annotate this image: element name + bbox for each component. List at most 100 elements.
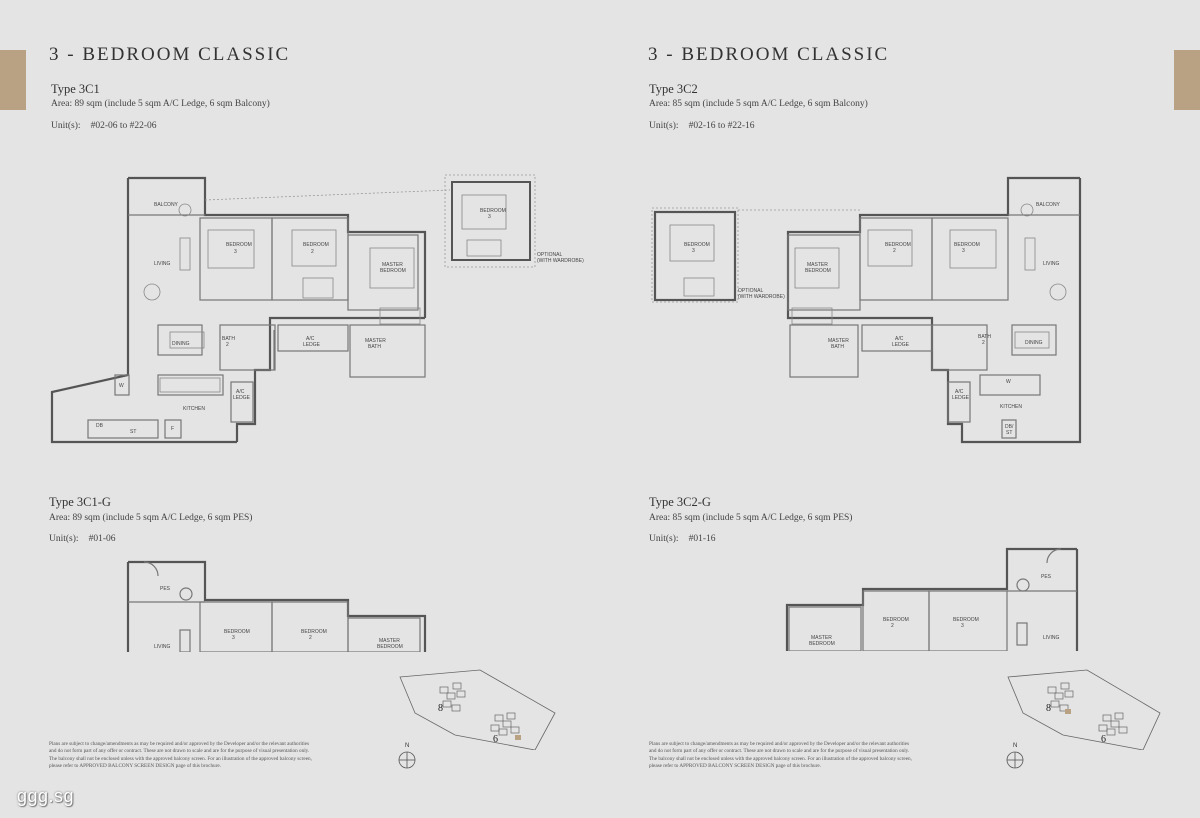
label-master-1: MASTER [811, 635, 832, 641]
label-pes: PES [160, 586, 171, 592]
page-title: 3 - BEDROOM CLASSIC [648, 44, 890, 65]
label-living: LIVING [154, 261, 171, 267]
page-title: 3 - BEDROOM CLASSIC [49, 44, 291, 65]
room-labels: BALCONY LIVING BEDROOM 3 OPTIONAL (WITH … [684, 202, 1061, 436]
compass-label: N [1013, 743, 1017, 749]
label-master-bath-1: MASTER [828, 338, 849, 344]
label-kitchen: KITCHEN [1000, 404, 1022, 410]
plan-units: Unit(s):#02-06 to #22-06 [51, 121, 157, 131]
label-master-bedroom-1: MASTER [807, 262, 828, 268]
plan-type-title-g: Type 3C1-G [49, 495, 111, 509]
label-master-2: BEDROOM [809, 641, 835, 647]
compass-icon: N [398, 743, 416, 769]
label-master-bedroom-2: BEDROOM [805, 268, 831, 274]
label-master-2: BEDROOM [377, 644, 403, 650]
site-block-6: 6 [1101, 734, 1106, 745]
outer-wall-west [50, 178, 237, 444]
label-dining: DINING [1025, 340, 1043, 346]
label-master-bedroom-2: BEDROOM [380, 268, 406, 274]
units-label: Unit(s): [649, 121, 679, 131]
label-master-bath-2: BATH [831, 344, 844, 350]
north-compass: N [397, 740, 419, 775]
label-bedroom3-opt: BEDROOM [684, 242, 710, 248]
label-optional-2: (WITH WARDROBE) [738, 294, 785, 300]
label-living: LIVING [154, 644, 171, 650]
units-label-g: Unit(s): [49, 534, 79, 544]
plan-area: Area: 89 sqm (include 5 sqm A/C Ledge, 6… [51, 99, 270, 109]
label-db: DB [96, 423, 104, 429]
floor-plan-drawing: BALCONY LIVING BEDROOM 3 OPTIONAL (WITH … [651, 176, 1082, 444]
label-bedroom3: BEDROOM [226, 242, 252, 248]
label-kitchen: KITCHEN [183, 406, 205, 412]
plan-type-title-g: Type 3C2-G [649, 495, 711, 509]
section-tab [1174, 50, 1200, 110]
label-opt-bedroom-num: 3 [488, 214, 491, 220]
label-bedroom3-num: 3 [234, 249, 237, 255]
label-optional-1: OPTIONAL [537, 252, 563, 258]
label-bedroom2-num: 2 [893, 248, 896, 254]
plan-units-g: Unit(s): #01-16 [649, 534, 715, 544]
label-bedroom3-num: 3 [961, 623, 964, 629]
site-key-plan: 8 6 [1005, 665, 1165, 755]
plan-type-title: Type 3C1 [51, 82, 100, 96]
label-bedroom3: BEDROOM [953, 617, 979, 623]
compass-icon: N [1006, 743, 1024, 769]
label-bath2-num: 2 [226, 342, 229, 348]
plan-units: Unit(s): #02-16 to #22-16 [649, 121, 755, 131]
label-bedroom2-num: 2 [891, 623, 894, 629]
label-bedroom3-num: 3 [232, 635, 235, 641]
plan-units-g: Unit(s): #01-06 [49, 534, 115, 544]
label-w: W [1006, 379, 1011, 385]
label-bath2: BATH [222, 336, 235, 342]
outer-wall-north [128, 176, 427, 318]
label-db: DB/ [1005, 424, 1014, 430]
label-pes: PES [1041, 574, 1052, 580]
label-bedroom3: BEDROOM [954, 242, 980, 248]
units-value: #02-16 to #22-16 [688, 121, 755, 131]
plan-type-title: Type 3C2 [649, 82, 698, 96]
label-bedroom2: BEDROOM [301, 629, 327, 635]
label-optional-2: (WITH WARDROBE) [537, 258, 584, 264]
label-balcony: BALCONY [1036, 202, 1061, 208]
disclaimer-line: The balcony shall not be enclosed unless… [649, 755, 912, 762]
label-ac-ledge2-1: A/C [236, 389, 245, 395]
label-living: LIVING [1043, 261, 1060, 267]
floor-plan-drawing-g: PES LIVING BEDROOM 2 BEDROOM 3 MASTER BE… [785, 547, 1079, 651]
disclaimer-line: Plans are subject to change/amendments a… [649, 741, 910, 747]
site-block-8: 8 [1046, 703, 1051, 714]
site-key-plan-drawing: 8 6 [1007, 669, 1161, 751]
outer-wall-south [235, 316, 425, 442]
units-label-g: Unit(s): [649, 534, 679, 544]
plan-area-g: Area: 85 sqm (include 5 sqm A/C Ledge, 6… [649, 513, 853, 523]
site-key-plan: 8 6 [395, 665, 560, 755]
floor-plan-drawing-g: PES LIVING BEDROOM 3 BEDROOM 2 MASTER BE… [126, 560, 427, 652]
label-opt-bedroom: BEDROOM [480, 208, 506, 214]
label-master-1: MASTER [379, 638, 400, 644]
label-bedroom3: BEDROOM [224, 629, 250, 635]
left-page: 3 - BEDROOM CLASSIC Type 3C1 Area: 89 sq… [0, 44, 584, 775]
label-master-bedroom-1: MASTER [382, 262, 403, 268]
label-ac-ledge2-2: LEDGE [952, 395, 970, 401]
units-value: #02-06 to #22-06 [90, 121, 157, 131]
floor-plan-3c2-g: PES LIVING BEDROOM 2 BEDROOM 3 MASTER BE… [785, 545, 1085, 651]
units-value-g: #01-06 [88, 534, 116, 544]
site-key-plan-drawing: 8 6 [399, 669, 556, 751]
floor-plan-drawing: BALCONY LIVING BEDROOM 3 BEDROOM 2 MASTE… [50, 174, 584, 444]
label-master-bath-1: MASTER [365, 338, 386, 344]
units-value-g: #01-16 [688, 534, 716, 544]
disclaimer: Plans are subject to change/amendments a… [49, 741, 384, 771]
section-tab [0, 50, 26, 110]
label-master-bath-2: BATH [368, 344, 381, 350]
label-bedroom2-num: 2 [309, 635, 312, 641]
room-labels: BALCONY LIVING BEDROOM 3 BEDROOM 2 MASTE… [96, 202, 584, 435]
plan-area: Area: 85 sqm (include 5 sqm A/C Ledge, 6… [649, 99, 868, 109]
floor-plan-3c2: BALCONY LIVING BEDROOM 3 OPTIONAL (WITH … [640, 170, 1090, 460]
site-block-8: 8 [438, 703, 443, 714]
disclaimer-line: Plans are subject to change/amendments a… [49, 741, 310, 747]
label-bedroom3-num: 3 [962, 248, 965, 254]
label-ac-ledge-2: LEDGE [303, 342, 321, 348]
compass-label: N [405, 743, 409, 749]
label-st: ST [130, 429, 136, 435]
disclaimer-line: please refer to APPROVED BALCONY SCREEN … [649, 763, 821, 770]
plan-area-g: Area: 89 sqm (include 5 sqm A/C Ledge, 6… [49, 513, 253, 523]
